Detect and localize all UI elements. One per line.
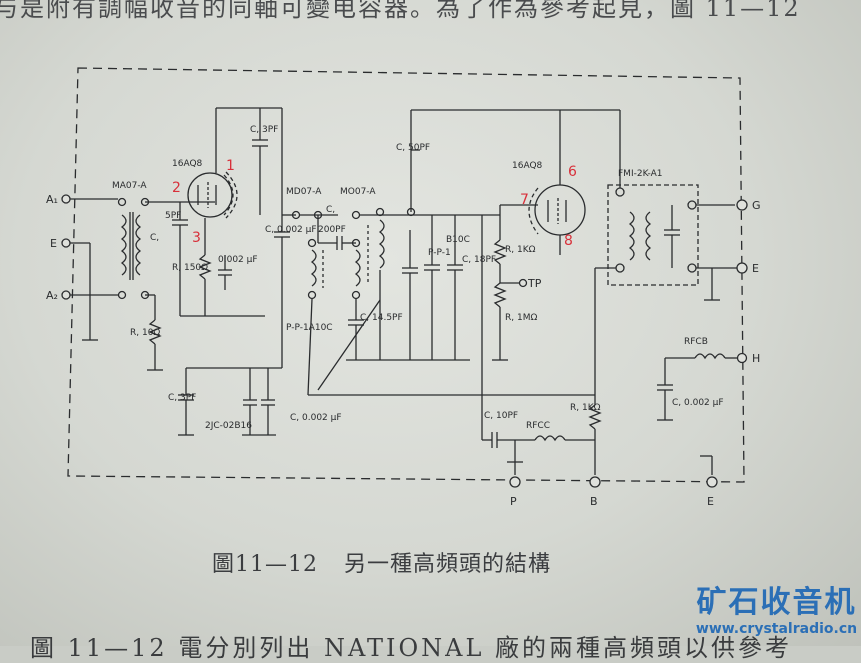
label-c7: C, xyxy=(326,205,335,215)
label-r-1m: R, 1MΩ xyxy=(505,313,537,323)
label-c-10pf: C, 10PF xyxy=(484,411,518,421)
tube-right xyxy=(528,184,586,236)
terminal-a1-label: A₁ xyxy=(46,193,58,206)
red-mark-6: 6 xyxy=(568,164,577,180)
red-mark-3: 3 xyxy=(192,230,201,246)
terminal-a1-dot xyxy=(61,194,71,204)
terminal-e-right-label: E xyxy=(752,262,759,275)
label-r-10: R, 10Ω xyxy=(130,328,160,338)
terminal-a2-label: A₂ xyxy=(46,289,58,302)
shield-enclosure xyxy=(67,67,745,483)
label-c-3pf: C, 3PF xyxy=(250,125,278,135)
label-c-200pf: 200PF xyxy=(318,225,346,235)
figure-caption: 圖11—12 另一種高頻頭的結構 xyxy=(212,546,551,578)
label-pp1a: P-P-1A10C xyxy=(286,323,333,333)
label-c-145pf: C, 14.5PF xyxy=(360,313,403,323)
site-watermark: 矿石收音机 www.crystalradio.cn xyxy=(694,586,859,638)
label-c-0002-d: C, 0.002 μF xyxy=(672,398,724,408)
label-c-18pf: C, 18PF xyxy=(462,255,496,265)
red-mark-2: 2 xyxy=(172,180,181,196)
label-tube-left: 16AQ8 xyxy=(172,159,203,169)
label-c-0002-c: C, 0.002 μF xyxy=(290,413,342,423)
red-mark-7: 7 xyxy=(520,192,529,208)
label-ma07a: MA07-A xyxy=(112,181,147,191)
figure-title: 另一種高頻頭的結構 xyxy=(344,552,552,577)
label-fmi: FMI-2K-A1 xyxy=(618,169,662,179)
label-tube-right: 16AQ8 xyxy=(512,161,543,171)
terminal-tp-label: TP xyxy=(527,277,542,290)
red-mark-8: 8 xyxy=(564,233,573,249)
terminal-h-label: H xyxy=(752,352,760,365)
label-rfcc: RFCC xyxy=(526,421,550,431)
watermark-title: 矿石收音机 xyxy=(696,585,857,620)
label-rfcb: RFCB xyxy=(684,337,708,347)
label-mo07a: MO07-A xyxy=(340,187,376,197)
label-r-1k-a: R, 1KΩ xyxy=(505,245,536,255)
figure-number: 圖11—12 xyxy=(212,552,318,577)
terminal-e-dot xyxy=(61,238,71,248)
label-b10c: B10C xyxy=(446,235,470,245)
red-mark-1: 1 xyxy=(226,158,235,174)
label-c1: C, xyxy=(150,233,159,243)
label-c-3pf-low: C, 3PF xyxy=(168,393,196,403)
label-md07a: MD07-A xyxy=(286,187,322,197)
terminal-e-bottom-label: E xyxy=(707,495,714,508)
terminal-p-label: P xyxy=(510,495,517,508)
label-c-0002-b: 0.002 μF xyxy=(218,255,258,265)
coil-mo07a xyxy=(351,207,416,300)
terminal-g-label: G xyxy=(752,199,761,212)
watermark-url: www.crystalradio.cn xyxy=(695,621,858,637)
label-c-5pf: 5PF xyxy=(165,211,181,221)
label-r-150: R, 150Ω xyxy=(172,263,208,273)
terminal-e-label: E xyxy=(50,237,57,250)
coil-ma07a xyxy=(117,197,150,300)
label-2jc: 2JC-02B16 xyxy=(205,421,252,431)
tube-left xyxy=(187,171,238,219)
page-top-text: 与是附有調幅收音的同軸可變电容器。為了作為參考起見，圖 11—12 xyxy=(0,0,801,22)
if-transformer-can xyxy=(607,184,699,286)
label-pp1: P-P-1 xyxy=(428,248,451,258)
terminal-a2-dot xyxy=(61,290,71,300)
terminal-b-label: B xyxy=(590,495,598,508)
label-c-50pf: C, 50PF xyxy=(396,143,430,153)
label-c-0002-a: C, 0.002 μF xyxy=(265,225,317,235)
rf-tuner-schematic: MA07-A 16AQ8 C, 3PF 5PF C, R, 150Ω 0.002… xyxy=(46,67,761,508)
label-r-1k-b: R, 1KΩ xyxy=(570,403,601,413)
